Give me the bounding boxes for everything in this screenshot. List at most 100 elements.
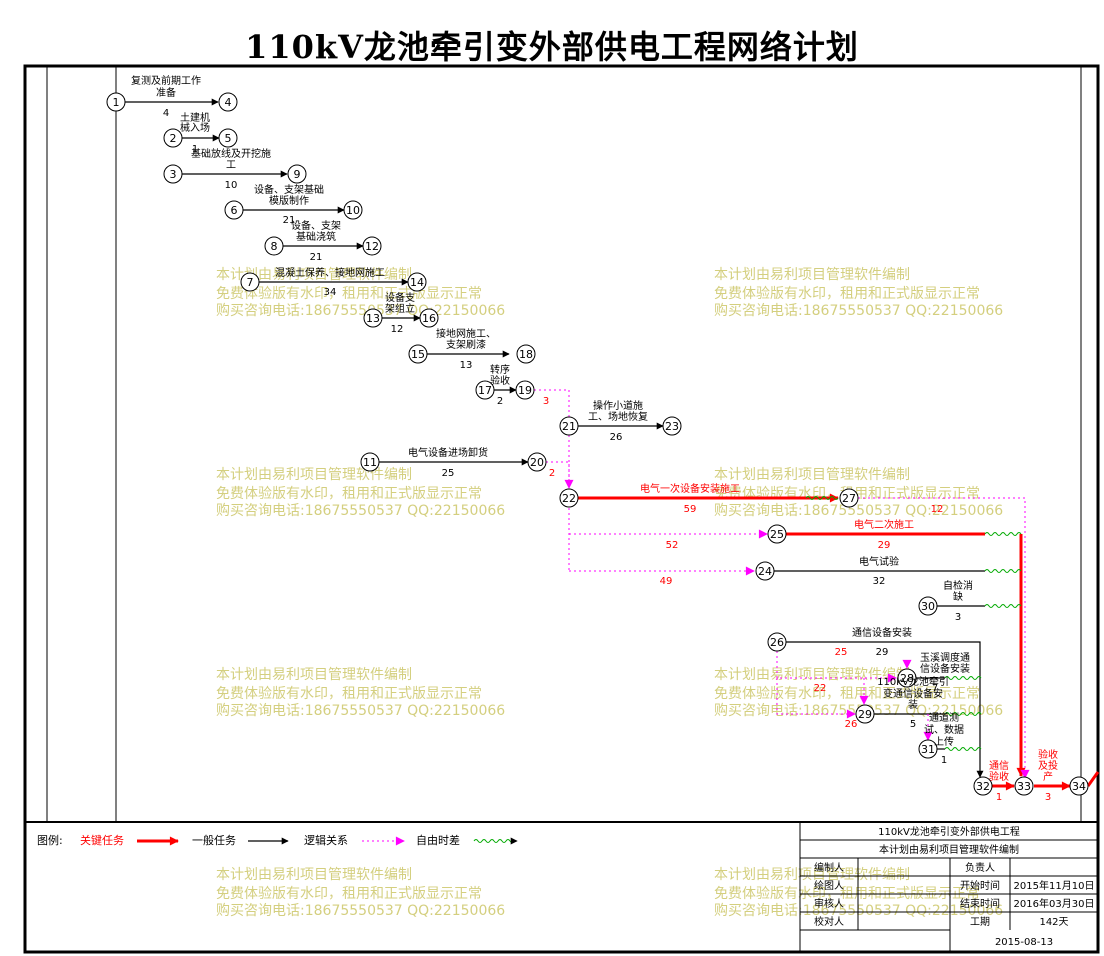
node-26: 26: [767, 632, 787, 652]
task-name: 设备、支架基础: [254, 183, 324, 196]
watermark-text: 免费体验版有水印，租用和正式版显示正常: [216, 486, 482, 502]
task-duration: 25: [442, 468, 455, 479]
task-name: 准备: [156, 86, 176, 99]
svg-text:11: 11: [363, 456, 377, 469]
title-block-grid: [799, 822, 1098, 952]
title-block-label: 结束时间: [960, 897, 1000, 910]
task-duration: 3: [543, 396, 549, 407]
task-duration: 59: [684, 504, 697, 515]
svg-text:20: 20: [530, 456, 544, 469]
legend-normal-label: 一般任务: [192, 834, 236, 847]
free-float-31: [944, 747, 982, 751]
task-duration: 1: [941, 755, 947, 766]
task-name: 基础放线及开挖施: [191, 147, 271, 160]
task-name: 通信设备安装: [852, 626, 912, 639]
title-block-value: 142天: [1039, 917, 1068, 928]
task-name: 支架刷漆: [446, 338, 486, 351]
task-name: 设备支: [385, 291, 415, 304]
legend: 图例: 关键任务 一般任务 逻辑关系 自由时差: [37, 833, 518, 847]
page-title: 110kV龙池牵引变外部供电工程网络计划: [245, 28, 859, 66]
task-duration: 4: [163, 108, 169, 119]
watermark-text: 本计划由易利项目管理软件编制: [714, 667, 910, 683]
task-name: 架组立: [385, 302, 415, 315]
task-duration: 3: [955, 612, 961, 623]
free-float-30: [984, 604, 1022, 608]
title-block-label: 工期: [970, 916, 990, 928]
node-22: 22: [559, 488, 579, 508]
watermark-text: 免费体验版有水印，租用和正式版显示正常: [714, 286, 980, 302]
critical-arrows: [578, 493, 1100, 791]
node-30: 30: [918, 596, 938, 616]
critical-labels: 3 2 电气一次设备安装施工 59 12 52 电气二次施工 29 49 25 …: [543, 396, 1058, 803]
node-15: 15: [408, 344, 428, 364]
node-6: 6: [224, 200, 244, 220]
watermark-text: 本计划由易利项目管理软件编制: [216, 667, 412, 683]
svg-text:15: 15: [411, 348, 425, 361]
svg-text:23: 23: [665, 420, 679, 433]
node-29: 29: [855, 704, 875, 724]
watermark-text: 本计划由易利项目管理软件编制: [216, 867, 412, 883]
task-duration: 10: [225, 180, 238, 191]
node-19: 19: [515, 380, 535, 400]
arrow-34-out: [1086, 771, 1100, 787]
task-name: 基础浇筑: [296, 230, 336, 243]
svg-text:1: 1: [113, 96, 120, 109]
svg-text:30: 30: [921, 600, 935, 613]
watermark-text: 购买咨询电话:18675550537 QQ:22150066: [216, 903, 505, 919]
task-duration: 52: [666, 540, 679, 551]
svg-text:8: 8: [271, 240, 278, 253]
legend-free-float-label: 自由时差: [416, 833, 460, 847]
free-float-24: [984, 569, 1022, 573]
task-name: 电气二次施工: [854, 518, 914, 531]
task-duration: 49: [660, 576, 673, 587]
title-block-date: 2015-08-13: [995, 937, 1053, 948]
watermark-group: 本计划由易利项目管理软件编制 免费体验版有水印，租用和正式版显示正常 购买咨询电…: [216, 267, 1003, 919]
task-name: 混凝土保养、接地网施工: [275, 266, 385, 279]
svg-text:26: 26: [770, 636, 784, 649]
watermark-text: 购买咨询电话:18675550537 QQ:22150066: [216, 503, 505, 519]
node-23: 23: [662, 416, 682, 436]
node-28: 28: [897, 668, 917, 688]
task-duration: 12: [931, 504, 944, 515]
node-1: 1: [106, 92, 126, 112]
node-25: 25: [767, 524, 787, 544]
svg-text:5: 5: [225, 132, 232, 145]
task-labels: 复测及前期工作 准备 4 土建机 械入场 1 基础放线及开挖施 工 10 设备、…: [131, 74, 973, 766]
svg-text:14: 14: [410, 276, 424, 289]
svg-text:27: 27: [842, 492, 856, 505]
title-block-label: 开始时间: [960, 879, 1000, 892]
node-12: 12: [362, 236, 382, 256]
task-duration: 3: [1045, 792, 1051, 803]
logic-27-33: [858, 497, 1030, 779]
svg-text:28: 28: [900, 672, 914, 685]
watermark-text: 购买咨询电话:18675550537 QQ:22150066: [714, 503, 1003, 519]
legend-logic-label: 逻辑关系: [304, 833, 348, 847]
node-16: 16: [419, 308, 439, 328]
task-duration: 13: [460, 360, 473, 371]
title-block-project: 110kV龙池牵引变外部供电工程: [878, 825, 1020, 838]
svg-text:19: 19: [518, 384, 532, 397]
free-float-29: [944, 712, 982, 716]
logic-20-22: [546, 461, 570, 488]
task-duration: 34: [324, 287, 337, 298]
task-duration: 2: [497, 396, 503, 407]
node-group: 1 4 2 5 3 9 6 10 8 12 7 14 13 16 15 18 1…: [106, 92, 1089, 796]
logic-19-22: [534, 389, 574, 489]
watermark-text: 购买咨询电话:18675550537 QQ:22150066: [714, 303, 1003, 319]
legend-free-float-line: [473, 839, 515, 843]
task-duration: 12: [391, 324, 404, 335]
task-duration: 21: [283, 215, 296, 226]
node-11: 11: [360, 452, 380, 472]
task-duration: 21: [310, 252, 323, 263]
task-duration: 1: [192, 144, 198, 155]
arrow-26-32: [786, 641, 984, 778]
svg-text:7: 7: [247, 276, 254, 289]
watermark-text: 免费体验版有水印，租用和正式版显示正常: [216, 686, 482, 702]
svg-text:29: 29: [858, 708, 872, 721]
node-2: 2: [163, 128, 183, 148]
node-10: 10: [343, 200, 363, 220]
watermark-text: 本计划由易利项目管理软件编制: [714, 867, 910, 883]
sheet-border: [23, 64, 1100, 954]
watermark-text: 本计划由易利项目管理软件编制: [714, 267, 910, 283]
